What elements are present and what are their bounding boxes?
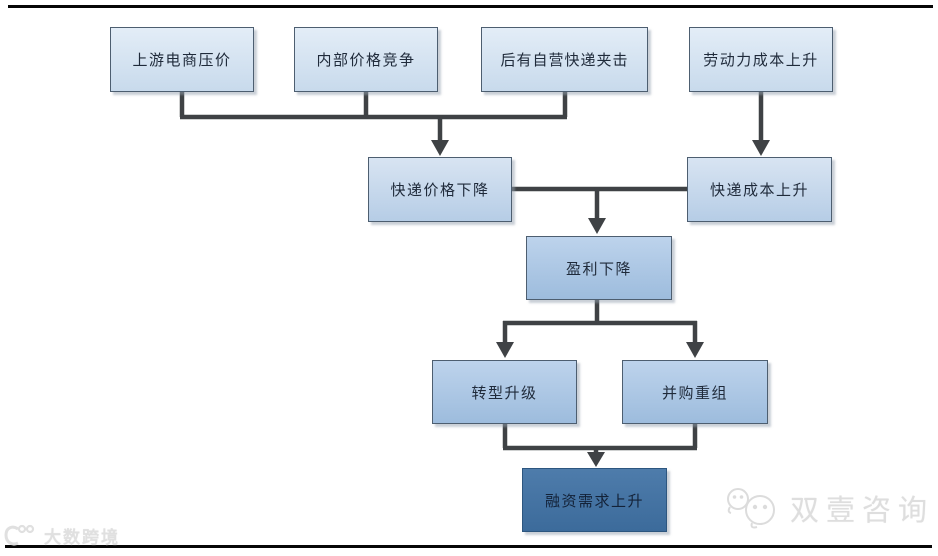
flow-node-financing-demand-rise: 融资需求上升 [522, 468, 667, 532]
watermark-dashu-text: 大数跨境 [44, 528, 120, 547]
flow-node-express-price-decline: 快递价格下降 [368, 157, 512, 222]
flow-node-labor-cost-rise: 劳动力成本上升 [689, 27, 833, 92]
watermark-dashu: 大数跨境 [4, 523, 120, 548]
flow-node-upstream-ecommerce-pressure: 上游电商压价 [110, 27, 254, 92]
flow-node-express-cost-rise: 快递成本上升 [687, 157, 832, 222]
flow-node-internal-price-competition: 内部价格竞争 [294, 27, 438, 92]
shuangyi-faces-icon [727, 488, 775, 529]
top-rule [8, 5, 933, 8]
connector-group-top [179, 92, 764, 141]
connector-group-bottom [502, 424, 698, 453]
bottom-rule [5, 545, 932, 548]
flow-node-self-operated-express-squeeze: 后有自营快递夹击 [481, 27, 648, 92]
flow-node-transformation-upgrade: 转型升级 [432, 360, 577, 424]
watermark-shuangyi: 双壹咨询 [722, 483, 934, 533]
flow-node-profit-decline: 盈利下降 [526, 236, 672, 300]
flow-node-merger-restructuring: 并购重组 [622, 360, 768, 424]
watermark-shuangyi-text: 双壹咨询 [790, 495, 935, 527]
dashu-logo-icon [4, 524, 35, 545]
